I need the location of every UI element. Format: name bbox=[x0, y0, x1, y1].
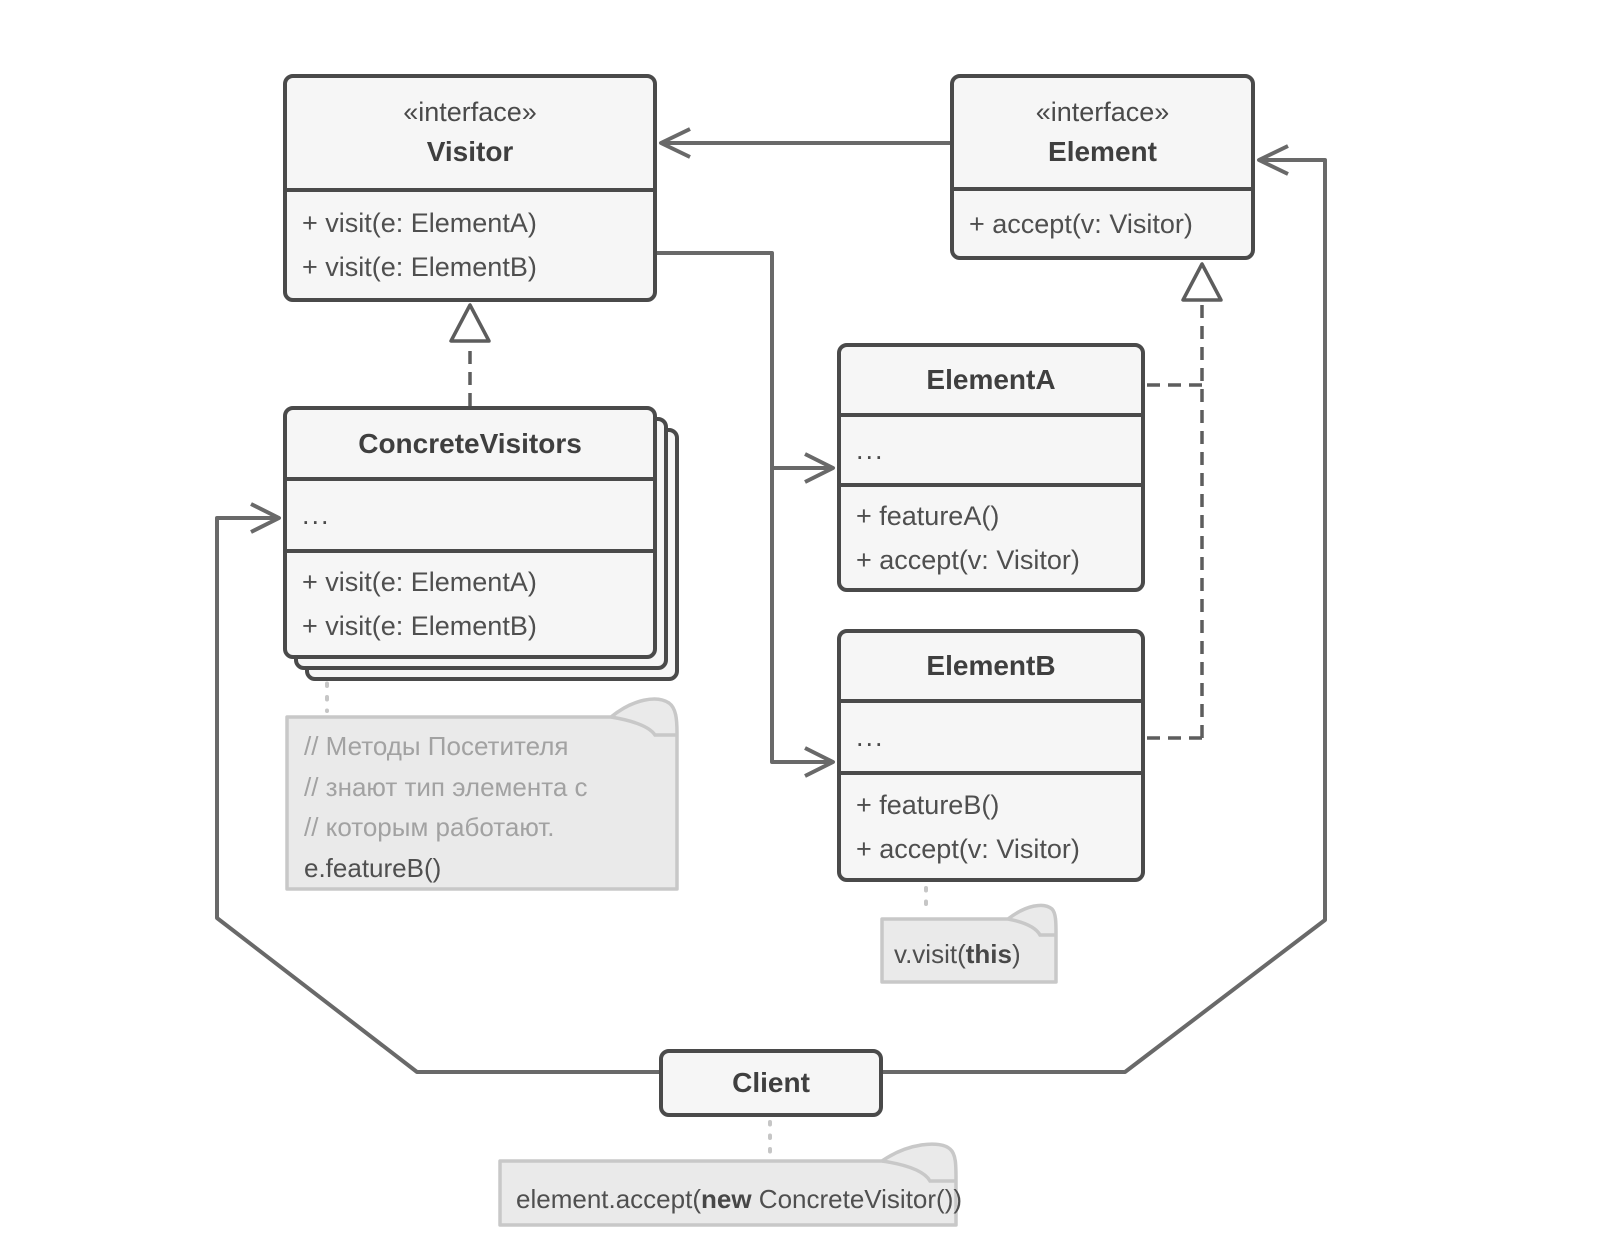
elementA-method: + featureA() bbox=[856, 500, 1000, 531]
elementB-method: + featureB() bbox=[856, 789, 1000, 820]
visitor-method: + visit(e: ElementB) bbox=[302, 252, 537, 282]
ellipsis-text: ... bbox=[856, 722, 885, 752]
client-header: Client bbox=[663, 1062, 879, 1104]
note-code-post: ) bbox=[1011, 939, 1021, 969]
note-elementB-accept: v.visit(this) bbox=[880, 903, 1060, 985]
concretevisitors-class-name: ConcreteVisitors bbox=[358, 427, 582, 459]
note-text: // Методы Посетителя // знают тип элемен… bbox=[285, 715, 681, 888]
realization-triangle-element-icon bbox=[1181, 262, 1223, 302]
concretevisitors-fields-section: ... bbox=[287, 477, 653, 549]
class-element: «interface» Element + accept(v: Visitor) bbox=[950, 74, 1255, 260]
class-client: Client bbox=[659, 1049, 883, 1117]
note-comment-line: // которым работают. bbox=[304, 812, 555, 842]
arrowhead-into-elementB bbox=[804, 746, 835, 778]
arrowhead-into-elementA bbox=[804, 452, 835, 484]
concretevisitors-header: ConcreteVisitors bbox=[287, 410, 653, 477]
elementA-method: + accept(v: Visitor) bbox=[856, 544, 1080, 575]
note-comment-line: // знают тип элемента с bbox=[304, 771, 588, 802]
visitor-stereotype: «interface» bbox=[403, 97, 537, 127]
note-code-pre: element.accept( bbox=[516, 1184, 701, 1214]
note-code-bold: this bbox=[965, 939, 1012, 969]
ellipsis-text: ... bbox=[302, 500, 331, 530]
note-shape bbox=[498, 1142, 958, 1227]
arrowhead-into-element bbox=[1257, 144, 1289, 176]
element-method: + accept(v: Visitor) bbox=[969, 208, 1193, 239]
visitor-class-name: Visitor bbox=[426, 136, 514, 167]
class-elementB: ElementB ... + featureB() + accept(v: Vi… bbox=[837, 629, 1145, 882]
elementA-class-name: ElementA bbox=[926, 364, 1056, 395]
realization-triangle-visitor-icon bbox=[449, 303, 491, 343]
client-class-name: Client bbox=[732, 1067, 810, 1098]
element-methods-section: + accept(v: Visitor) bbox=[954, 187, 1251, 256]
note-shape bbox=[880, 903, 1058, 984]
note-code-line: e.featureB() bbox=[304, 852, 442, 883]
concretevisitors-method: + visit(e: ElementB) bbox=[302, 611, 537, 641]
note-text: element.accept(new ConcreteVisitor()) bbox=[498, 1159, 963, 1215]
element-header: «interface» Element bbox=[954, 78, 1251, 187]
visitor-header: «interface» Visitor bbox=[287, 78, 653, 188]
note-shape bbox=[285, 697, 679, 891]
note-client-call: element.accept(new ConcreteVisitor()) bbox=[498, 1142, 963, 1228]
note-code-post: ConcreteVisitor()) bbox=[751, 1184, 963, 1214]
client-to-concretevisitors-line bbox=[215, 516, 659, 1074]
concretevisitors-methods-section: + visit(e: ElementA) + visit(e: ElementB… bbox=[287, 549, 653, 655]
elementA-fields-section: ... bbox=[841, 413, 1141, 483]
concretevisitors-method: + visit(e: ElementA) bbox=[302, 567, 537, 597]
ellipsis-text: ... bbox=[856, 435, 885, 465]
arrowhead-into-visitor bbox=[659, 127, 691, 159]
visitor-to-elements-line bbox=[657, 251, 831, 764]
element-class-name: Element bbox=[1048, 135, 1157, 167]
elementB-methods-section: + featureB() + accept(v: Visitor) bbox=[841, 771, 1141, 878]
note-code-bold: new bbox=[700, 1184, 752, 1214]
class-concretevisitors: ConcreteVisitors ... + visit(e: ElementA… bbox=[283, 406, 657, 659]
elementB-method: + accept(v: Visitor) bbox=[856, 833, 1080, 864]
element-stereotype: «interface» bbox=[1035, 96, 1170, 127]
elementA-header: ElementA bbox=[841, 347, 1141, 413]
elementB-fields-section: ... bbox=[841, 699, 1141, 771]
arrowhead-into-concretevisitors bbox=[250, 502, 281, 534]
elementA-methods-section: + featureA() + accept(v: Visitor) bbox=[841, 483, 1141, 588]
note-comment-line: // Методы Посетителя bbox=[304, 731, 569, 761]
elementB-class-name: ElementB bbox=[926, 650, 1056, 681]
note-text: v.visit(this) bbox=[880, 917, 1060, 970]
class-visitor: «interface» Visitor + visit(e: ElementA)… bbox=[283, 74, 657, 302]
visitor-methods-section: + visit(e: ElementA) + visit(e: ElementB… bbox=[287, 188, 653, 298]
client-to-element-line bbox=[883, 158, 1327, 1074]
note-visitor-methods: // Методы Посетителя // знают тип элемен… bbox=[285, 697, 681, 893]
note-code-pre: v.visit( bbox=[894, 939, 966, 969]
class-elementA: ElementA ... + featureA() + accept(v: Vi… bbox=[837, 343, 1145, 592]
visitor-method: + visit(e: ElementA) bbox=[302, 208, 537, 238]
elementB-header: ElementB bbox=[841, 633, 1141, 699]
